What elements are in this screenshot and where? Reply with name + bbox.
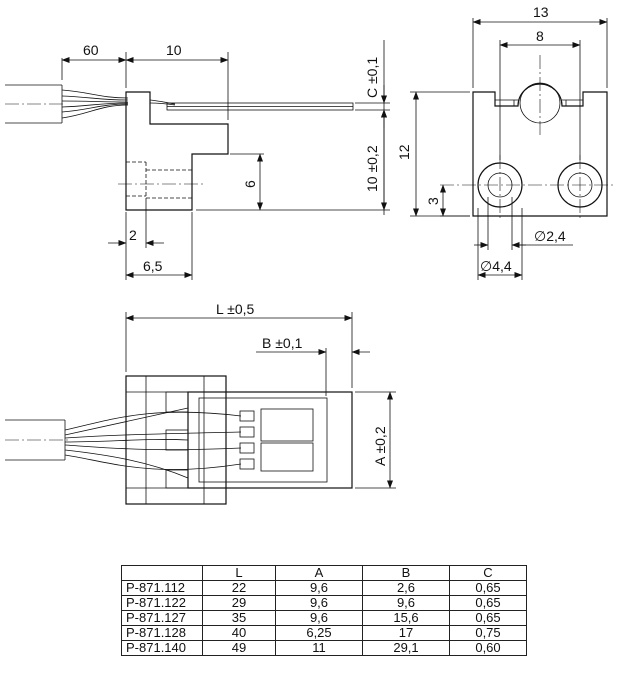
cell-a: 6,25 [275, 625, 363, 641]
table-row: P-871.122 29 9,6 9,6 0,65 [121, 595, 527, 611]
dim-a-tol: A ±0,2 [372, 426, 388, 466]
side-view-cable [5, 84, 129, 124]
cell-l: 35 [202, 610, 276, 626]
plan-view-dimensions: L ±0,5 B ±0,1 A ±0,2 [125, 301, 396, 489]
cell-b: 17 [362, 625, 450, 641]
table-header-cell [121, 565, 203, 581]
plan-view: L ±0,5 B ±0,1 A ±0,2 [5, 301, 396, 505]
cell-b: 29,1 [362, 640, 450, 656]
dim-12: 12 [396, 144, 412, 160]
dim-2: 2 [129, 227, 137, 243]
dim-6: 6 [242, 180, 258, 188]
sensor-grid-upper [260, 408, 314, 442]
mounting-hole-left [477, 155, 523, 220]
table-header-cell: B [362, 565, 450, 581]
hidden-mounting-hole [118, 161, 205, 199]
part-number: P-871.140 [121, 640, 203, 656]
sensor-circle [519, 55, 561, 135]
sensor-grid-lower [260, 442, 314, 472]
sensor-substrate [187, 391, 353, 489]
plan-view-cable [5, 419, 70, 461]
cell-b: 2,6 [362, 580, 450, 596]
cell-c: 0,75 [449, 625, 527, 641]
end-view-housing [472, 83, 608, 217]
dim-l-tol: L ±0,5 [216, 301, 255, 317]
part-number: P-871.127 [121, 610, 203, 626]
dim-c-tol: C ±0,1 [364, 57, 380, 98]
dim-10-top: 10 [166, 42, 182, 58]
cell-l: 29 [202, 595, 276, 611]
dim-b-tol: B ±0,1 [262, 335, 303, 351]
cell-a: 9,6 [275, 610, 363, 626]
table-row: P-871.127 35 9,6 15,6 0,65 [121, 610, 527, 626]
table-header-row: L A B C [121, 565, 527, 581]
mounting-hole-right [557, 155, 603, 220]
dim-60: 60 [83, 42, 99, 58]
cell-b: 15,6 [362, 610, 450, 626]
dim-phi-4-4: ∅4,4 [480, 258, 512, 274]
part-number: P-871.122 [121, 595, 203, 611]
part-number: P-871.112 [121, 580, 203, 596]
part-number: P-871.128 [121, 625, 203, 641]
table-row: P-871.140 49 11 29,1 0,60 [121, 640, 527, 656]
dim-6-5: 6,5 [143, 258, 163, 274]
cell-c: 0,65 [449, 580, 527, 596]
side-view-dimensions: 60 10 C ±0,1 10 ±0,2 6 2 6,5 [61, 40, 390, 280]
cell-l: 40 [202, 625, 276, 641]
cell-a: 9,6 [275, 595, 363, 611]
dim-10-tol: 10 ±0,2 [364, 145, 380, 192]
cell-c: 0,65 [449, 610, 527, 626]
cell-c: 0,60 [449, 640, 527, 656]
cell-a: 9,6 [275, 580, 363, 596]
end-view-dimensions: 13 8 12 3 ∅2,4 ∅4,4 [396, 4, 608, 280]
end-view: 13 8 12 3 ∅2,4 ∅4,4 [396, 4, 615, 280]
table-row: P-871.112 22 9,6 2,6 0,65 [121, 580, 527, 596]
table-row: P-871.128 40 6,25 17 0,75 [121, 625, 527, 641]
side-view: 60 10 C ±0,1 10 ±0,2 6 2 6,5 [5, 40, 390, 280]
dim-13: 13 [533, 4, 549, 20]
cell-l: 49 [202, 640, 276, 656]
table-header-cell: L [202, 565, 276, 581]
cell-l: 22 [202, 580, 276, 596]
spec-table: L A B C P-871.112 22 9,6 2,6 0,65 P-871.… [121, 565, 527, 656]
dim-3: 3 [425, 197, 441, 205]
table-header-cell: A [275, 565, 363, 581]
cell-b: 9,6 [362, 595, 450, 611]
dim-phi-2-4: ∅2,4 [534, 228, 566, 244]
dim-8: 8 [536, 28, 544, 44]
cell-a: 11 [275, 640, 363, 656]
table-header-cell: C [449, 565, 527, 581]
plan-view-wires [64, 407, 242, 479]
cell-c: 0,65 [449, 595, 527, 611]
